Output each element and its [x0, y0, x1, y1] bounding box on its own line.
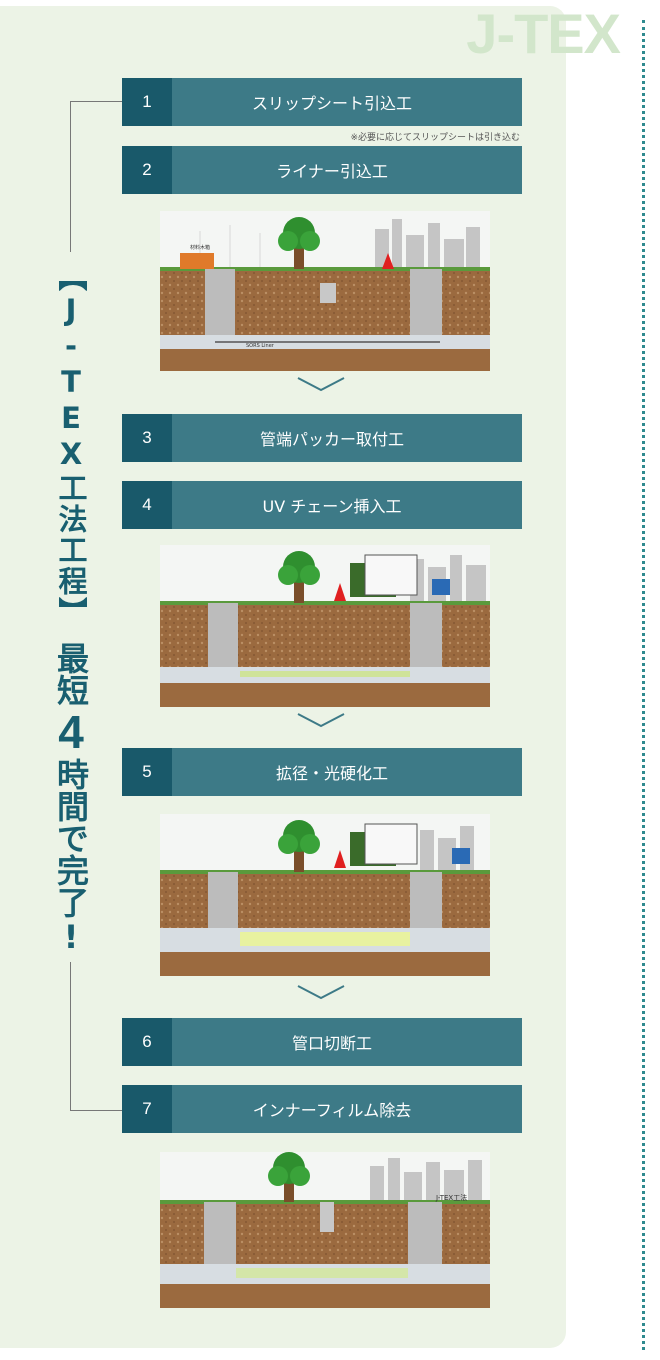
step-7: 7 インナーフィルム除去	[122, 1085, 522, 1133]
step-number: 2	[122, 146, 172, 194]
step-label: 管口切断工	[291, 1034, 372, 1053]
scene-label-liner: SORS Liner	[246, 343, 275, 349]
step-label: スリップシート引込工	[251, 94, 412, 113]
step-1: 1 スリップシート引込工	[122, 78, 522, 126]
dotted-divider	[642, 20, 645, 1350]
step-number: 3	[122, 414, 172, 462]
chevron-down-icon	[297, 985, 345, 1000]
step-3: 3 管端パッカー取付工	[122, 414, 522, 462]
side-title-line1: 【J-TEX工法工程】	[54, 262, 88, 628]
scene-film-removal: J-TEX工法	[160, 1152, 490, 1308]
bracket-top	[70, 101, 123, 252]
step-5: 5 拡径・光硬化工	[122, 748, 522, 796]
bracket-bottom	[70, 962, 123, 1111]
step-number: 7	[122, 1085, 172, 1133]
side-title: 【J-TEX工法工程】 最短4時間で完了!	[42, 262, 100, 960]
step-number: 5	[122, 748, 172, 796]
scene-expansion-curing	[160, 814, 490, 976]
step-label: UV チェーン挿入工	[262, 497, 402, 516]
scene-label-materials: 材料木箱	[190, 244, 210, 251]
side-title-line2: 最短4時間で完了!	[45, 642, 97, 956]
step-number: 4	[122, 481, 172, 529]
side-title-hours: 4	[45, 706, 97, 758]
brand-watermark: J-TEX	[466, 2, 621, 65]
scene-liner-pulling: 材料木箱 SORS Liner	[160, 211, 490, 371]
step-note: ※必要に応じてスリップシートは引き込む	[350, 133, 520, 143]
step-number: 6	[122, 1018, 172, 1066]
step-4: 4 UV チェーン挿入工	[122, 481, 522, 529]
step-label: 拡径・光硬化工	[275, 764, 388, 783]
scene-uv-chain-insertion	[160, 545, 490, 707]
chevron-down-icon	[297, 377, 345, 392]
chevron-down-icon	[297, 713, 345, 728]
step-6: 6 管口切断工	[122, 1018, 522, 1066]
step-label: ライナー引込工	[276, 162, 388, 181]
step-label: インナーフィルム除去	[252, 1101, 412, 1120]
step-label: 管端パッカー取付工	[259, 430, 404, 449]
step-2: 2 ライナー引込工	[122, 146, 522, 194]
scene-signature: J-TEX工法	[435, 1193, 467, 1202]
step-number: 1	[122, 78, 172, 126]
